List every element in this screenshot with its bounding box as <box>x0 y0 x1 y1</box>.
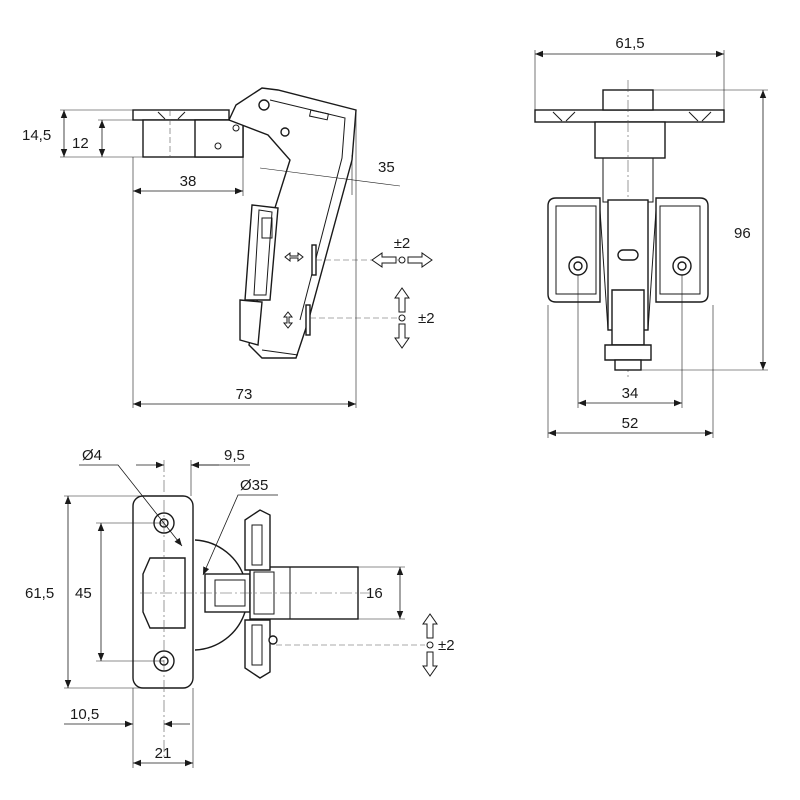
top-dim-arm-width: 16 <box>358 566 405 620</box>
top-dim-hole-diameter: Ø4 <box>79 447 183 547</box>
side-dim-plate-height-label: 14,5 <box>22 127 51 144</box>
side-dim-plate-inner-label: 12 <box>72 135 89 152</box>
front-dim-plate-width: 61,5 <box>534 35 725 110</box>
top-dim-plate-length: 61,5 <box>25 495 140 689</box>
front-dim-plate-width-label: 61,5 <box>615 35 644 52</box>
top-dim-hole-spacing-label: 45 <box>75 585 92 602</box>
front-dim-height: 96 <box>641 89 768 371</box>
side-adjust-label-horizontal: ±2 <box>394 235 411 252</box>
side-adjust-arrow-horizontal: ±2 <box>371 235 433 268</box>
side-adjust-label-vertical: ±2 <box>418 310 435 327</box>
top-view: ±2 Ø4 9,5 Ø35 61,5 <box>25 447 455 768</box>
top-dim-plate-length-label: 61,5 <box>25 585 54 602</box>
front-hinge-body <box>547 157 709 371</box>
front-dim-height-label: 96 <box>734 225 751 242</box>
top-dim-hole-spacing: 45 <box>75 522 164 662</box>
side-adjust-arrow-vertical: ±2 <box>394 287 435 349</box>
side-dim-angle: 35 <box>259 155 401 195</box>
front-dim-holes: 34 <box>577 275 683 408</box>
front-dim-holes-label: 34 <box>622 385 639 402</box>
top-dim-hole-edge: 10,5 <box>64 688 190 768</box>
front-mounting-plate <box>534 80 725 380</box>
side-dim-plate-inner: 12 <box>72 119 143 157</box>
top-adjust-label-vertical: ±2 <box>438 637 455 654</box>
front-dim-width-label: 52 <box>622 415 639 432</box>
top-dim-cup-diameter-label: Ø35 <box>240 477 268 494</box>
side-dim-total-depth-label: 73 <box>236 386 253 403</box>
side-dim-angle-label: 35 <box>378 159 395 176</box>
top-dim-plate-width: 21 <box>133 688 194 768</box>
top-adjust-arrow-vertical: ±2 <box>422 613 455 677</box>
top-dim-offset: 9,5 <box>136 447 250 496</box>
top-dim-arm-width-label: 16 <box>366 585 383 602</box>
top-dim-hole-edge-label: 10,5 <box>70 706 99 723</box>
side-hinge-arm <box>228 87 357 359</box>
side-dim-plate-depth-label: 38 <box>180 173 197 190</box>
top-dim-cup-diameter: Ø35 <box>202 477 278 576</box>
front-dim-width: 52 <box>547 305 714 438</box>
front-view: 61,5 96 34 52 <box>534 35 768 438</box>
top-hinge-arm <box>140 509 370 679</box>
top-dim-hole-diameter-label: Ø4 <box>82 447 102 464</box>
side-small-adjust-arrows <box>282 251 304 329</box>
side-dim-plate-depth: 38 <box>132 157 244 408</box>
top-mounting-plate <box>132 460 194 760</box>
top-dim-plate-width-label: 21 <box>155 745 172 762</box>
top-dim-offset-label: 9,5 <box>224 447 245 464</box>
side-dim-plate-height: 14,5 <box>22 109 143 158</box>
side-view: ±2 ±2 14,5 12 38 <box>22 87 435 408</box>
side-dim-total-depth: 73 <box>133 110 357 408</box>
side-mounting-plate <box>132 109 244 158</box>
